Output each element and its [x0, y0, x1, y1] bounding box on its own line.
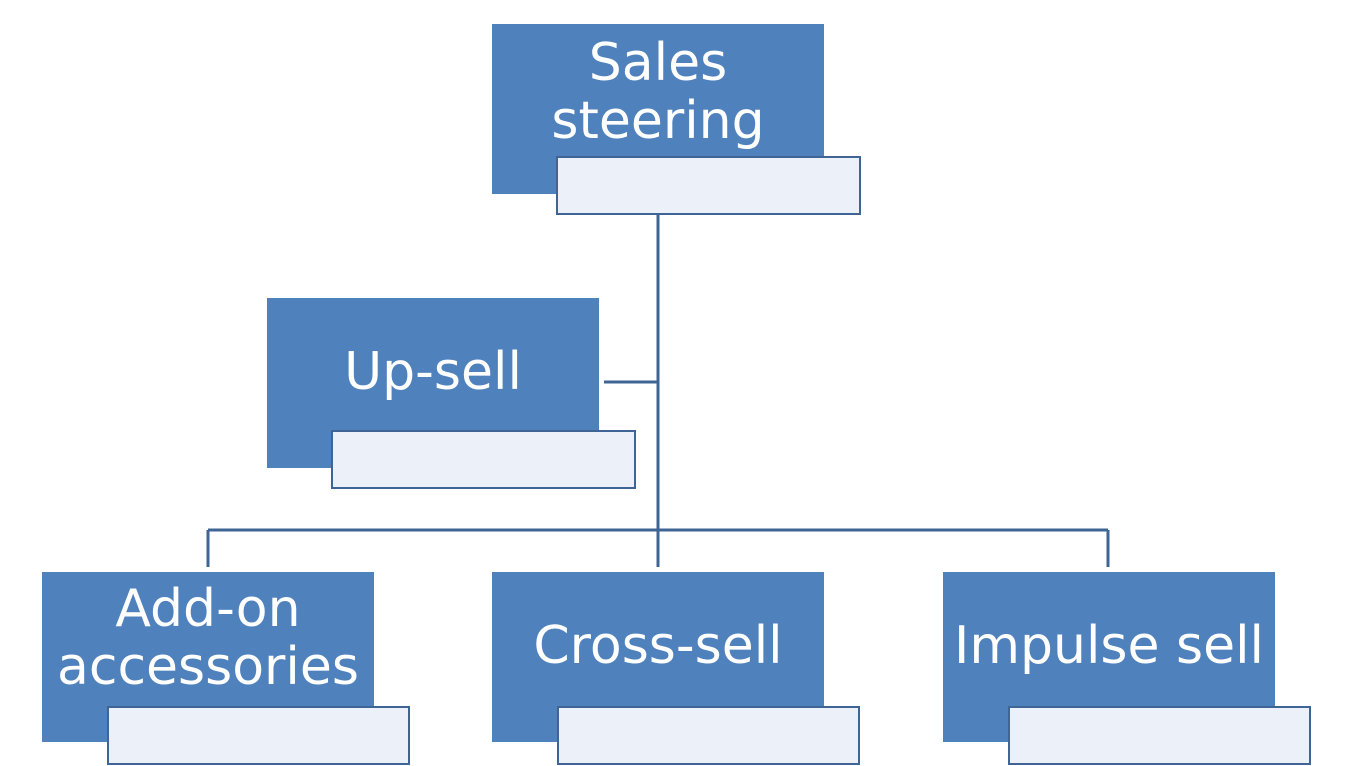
node-label-cross-sell: Cross-sell [533, 615, 783, 676]
node-tab-cross-sell [557, 706, 860, 765]
node-sales-steering[interactable]: Sales steering [492, 24, 824, 194]
node-label-impulse-sell: Impulse sell [954, 615, 1264, 676]
node-tab-up-sell [331, 430, 636, 489]
node-tab-add-on-accessories [107, 706, 410, 765]
node-tab-sales-steering [556, 156, 861, 215]
node-label-up-sell: Up-sell [344, 341, 522, 402]
node-label-add-on-accessories: Add-on accessories [57, 579, 359, 698]
node-tab-impulse-sell [1008, 706, 1311, 765]
node-label-sales-steering: Sales steering [551, 33, 765, 152]
